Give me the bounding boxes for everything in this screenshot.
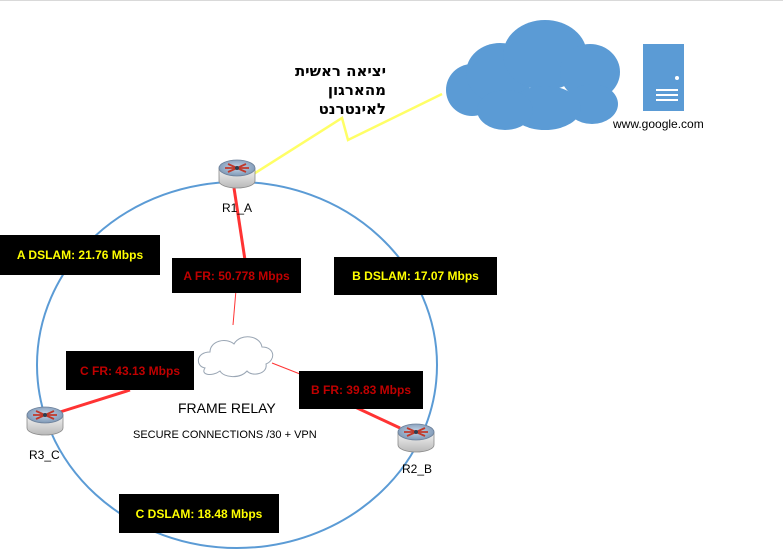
frame-relay-title: FRAME RELAY bbox=[178, 400, 276, 416]
top-border bbox=[0, 0, 783, 1]
internet-cloud-icon bbox=[446, 20, 620, 130]
frame-relay-cloud-icon bbox=[197, 336, 274, 378]
router-r3-label: R3_C bbox=[29, 448, 60, 462]
fr-link-c bbox=[59, 388, 131, 414]
internet-exit-line-3: לאינטרנט bbox=[318, 100, 386, 118]
internet-link bbox=[251, 92, 443, 177]
internet-exit-label: יציאה ראשית מהארגון לאינטרנט bbox=[295, 62, 386, 119]
dslam-c-label: C DSLAM: 18.48 Mbps bbox=[119, 494, 279, 533]
fr-a-label: A FR: 50.778 Mbps bbox=[172, 258, 301, 293]
router-r1-label: R1_A bbox=[222, 201, 253, 215]
router-r2-icon[interactable] bbox=[397, 423, 435, 453]
fr-c-label: C FR: 43.13 Mbps bbox=[66, 351, 194, 390]
server-icon bbox=[643, 44, 684, 111]
fr-link-a bbox=[232, 187, 247, 261]
router-r2-label: R2_B bbox=[402, 462, 433, 476]
fr-link-a-tail bbox=[232, 289, 237, 326]
router-r1-icon[interactable] bbox=[218, 159, 256, 189]
frame-relay-subtitle: SECURE CONNECTIONS /30 + VPN bbox=[133, 429, 317, 441]
fr-b-label: B FR: 39.83 Mbps bbox=[299, 371, 423, 409]
router-r3-icon[interactable] bbox=[26, 406, 64, 436]
internet-exit-line-2: מהארגון bbox=[327, 81, 386, 99]
dslam-b-label: B DSLAM: 17.07 Mbps bbox=[334, 257, 497, 295]
server-label: www.google.com bbox=[613, 117, 704, 131]
dslam-a-label: A DSLAM: 21.76 Mbps bbox=[0, 235, 160, 275]
fr-link-b bbox=[271, 362, 301, 375]
internet-exit-line-1: יציאה ראשית bbox=[294, 62, 386, 80]
